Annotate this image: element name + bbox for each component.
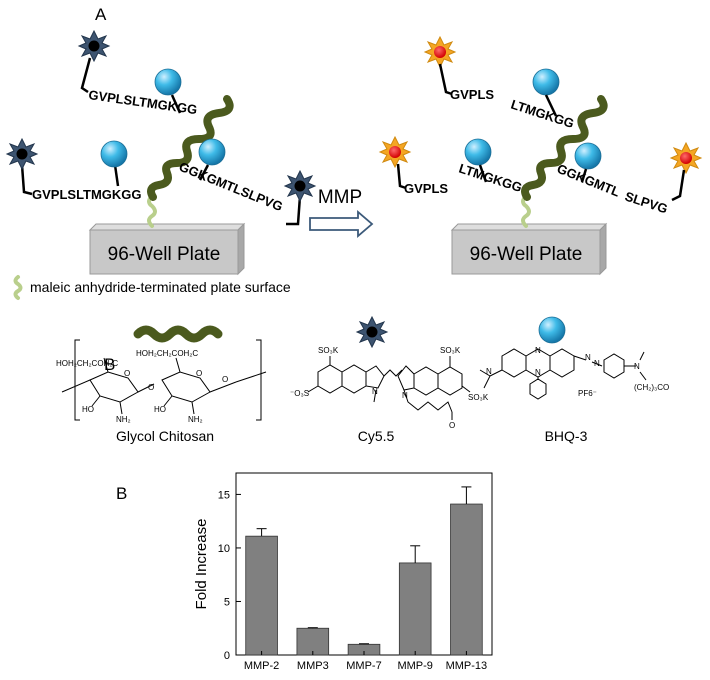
peptide-stub-right — [286, 195, 302, 226]
bhq3-legend-sphere-icon — [538, 316, 566, 344]
bhq-stub — [478, 164, 488, 183]
atom-label: HO — [82, 405, 94, 414]
atom-label: HO — [154, 405, 166, 414]
mmp-arrow-label: MMP — [318, 187, 362, 208]
bhq-stub — [544, 94, 558, 117]
cy55-activated-sun-icon — [379, 136, 411, 168]
y-tick-label: 5 — [224, 596, 230, 608]
cy55-star-icon — [284, 170, 316, 202]
compound-name: Cy5.5 — [358, 428, 395, 444]
bhq-stub — [198, 164, 210, 181]
bhq3-sphere-icon — [154, 68, 182, 96]
atom-label: O — [449, 421, 455, 430]
atom-label: N — [535, 368, 541, 377]
atom-label: N — [486, 367, 492, 376]
atom-label: N — [402, 391, 408, 400]
bhq3-sphere-icon — [532, 68, 560, 96]
bar — [398, 562, 432, 656]
atom-label: ⁻O₃S — [290, 389, 309, 398]
cy55-legend-star-icon — [356, 316, 388, 348]
y-tick-label: 0 — [224, 650, 230, 662]
y-axis-title: Fold Increase — [193, 519, 210, 610]
glycol-chitosan-structure — [61, 339, 267, 421]
x-tick-label: MMP-2 — [244, 660, 279, 672]
atom-label: (CH₂)₃CO — [634, 383, 669, 392]
atom-label: N — [594, 359, 600, 368]
atom-label: N — [535, 346, 541, 355]
well-plate-right: 96-Well Plate — [450, 222, 608, 276]
atom-label: SO₃K — [440, 346, 461, 355]
bhq3-sphere-icon — [198, 138, 226, 166]
plate-label-right: 96-Well Plate — [470, 244, 583, 265]
peptide-sequence: GGKGMTLSLPVG — [177, 159, 285, 214]
bhq3-sphere-icon — [574, 142, 602, 170]
cy55-star-icon — [6, 138, 38, 170]
linker-right — [521, 194, 531, 228]
atom-label: N — [372, 387, 378, 396]
cleaved-fragment: SLPVG — [623, 189, 670, 217]
bhq-stub — [580, 168, 588, 183]
compound-name: BHQ-3 — [545, 428, 588, 444]
linker-legend-icon — [13, 275, 23, 300]
y-tick-label: 10 — [218, 543, 230, 555]
bar — [450, 503, 483, 656]
cy55-activated-sun-icon — [424, 36, 456, 68]
peptide-stub-left — [20, 164, 33, 196]
compound-name: Glycol Chitosan — [116, 428, 214, 444]
bar — [296, 627, 330, 656]
atom-label: HOH₂CH₂COH₂C — [136, 349, 198, 358]
peptide-stub-top — [80, 57, 92, 94]
panel-b-overlay-label: B — [104, 355, 115, 374]
atom-label: N — [585, 353, 591, 362]
atom-label: O — [148, 383, 154, 392]
fragment-stub — [396, 163, 407, 190]
bhq3-sphere-icon — [464, 138, 492, 166]
cleaved-fragment: GVPLS — [404, 181, 448, 196]
bar — [245, 535, 278, 656]
x-tick-label: MMP-9 — [397, 660, 432, 672]
chitosan-chain-left — [147, 95, 234, 201]
surface-legend-text: maleic anhydride-terminated plate surfac… — [30, 279, 291, 295]
linker-left — [147, 194, 157, 228]
bhq3-structure — [479, 348, 647, 400]
well-plate-left: 96-Well Plate — [88, 222, 246, 276]
bhq-stub — [170, 94, 182, 114]
atom-label: SO₃K — [318, 346, 339, 355]
x-tick-label: MMP-7 — [346, 660, 381, 672]
atom-label: O — [196, 369, 202, 378]
atom-label: PF6⁻ — [578, 389, 597, 398]
fragment-stub — [671, 169, 686, 202]
cy55-structure — [307, 356, 471, 420]
panel-a-label: A — [95, 5, 107, 24]
atom-label: O — [124, 369, 130, 378]
chitosan-chain-right — [521, 95, 608, 201]
y-tick-label: 15 — [218, 489, 230, 501]
mmp-arrow: MMP — [309, 187, 374, 238]
remaining-peptide: LTMGKGG — [509, 97, 576, 132]
atom-label: N — [634, 362, 640, 371]
peptide-sequence: GVPLSLTMGKGG — [32, 187, 142, 202]
bhq3-sphere-icon — [100, 140, 128, 168]
atom-label: O — [222, 375, 228, 384]
x-tick-label: MMP-13 — [446, 660, 488, 672]
atom-label: NH₂ — [188, 415, 203, 424]
x-tick-label: MMP3 — [297, 660, 329, 672]
bhq-stub — [113, 164, 120, 187]
cy55-star-icon — [78, 30, 110, 62]
cy55-activated-sun-icon — [670, 142, 702, 174]
cleaved-fragment: GVPLS — [450, 87, 494, 102]
peptide-sequence: GVPLSLTMGKGG — [88, 87, 199, 117]
panel-b-label: B — [116, 484, 127, 503]
plate-label-left: 96-Well Plate — [108, 244, 221, 265]
fragment-stub — [438, 63, 453, 96]
atom-label: SO₃K — [468, 393, 489, 402]
remaining-peptide: LTMGKGG — [457, 161, 524, 196]
atom-label: NH₂ — [116, 415, 131, 424]
chitosan-legend-icon — [133, 325, 223, 343]
atom-label: HOH₂CH₂COH₂C — [56, 359, 118, 368]
